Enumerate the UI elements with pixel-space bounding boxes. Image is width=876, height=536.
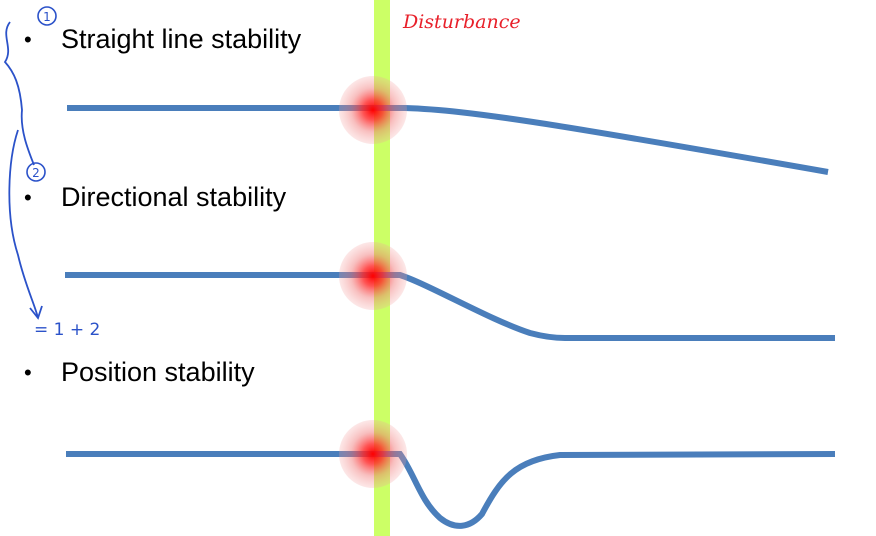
disturbance-marker [339, 76, 407, 144]
mark-1-label: 1 [43, 10, 51, 24]
bullet-label: Directional stability [61, 182, 287, 212]
bullet-dot: • [24, 184, 32, 210]
bullet-dot: • [24, 359, 32, 385]
path-directional [65, 272, 835, 341]
circled-mark-1 [37, 6, 57, 26]
bullet-dot: • [24, 26, 32, 52]
bullet-label: Position stability [61, 357, 255, 387]
bullet-directional-stability: • Directional stability [24, 182, 286, 213]
equation-annotation: = 1 + 2 [34, 320, 100, 340]
disturbance-marker [339, 242, 407, 310]
handwritten-brace [3, 21, 35, 166]
arrow-head-icon [29, 305, 43, 320]
mark-2-label: 2 [32, 166, 40, 180]
bullet-label: Straight line stability [61, 24, 302, 54]
path-position [66, 451, 836, 529]
circled-mark-2 [26, 162, 46, 182]
path-straight-line [67, 105, 829, 175]
bullet-straight-line-stability: • Straight line stability [24, 24, 301, 55]
bullet-position-stability: • Position stability [24, 357, 255, 388]
disturbance-marker [339, 420, 407, 488]
handwritten-arrow [8, 129, 39, 319]
disturbance-label: Disturbance [402, 11, 521, 33]
